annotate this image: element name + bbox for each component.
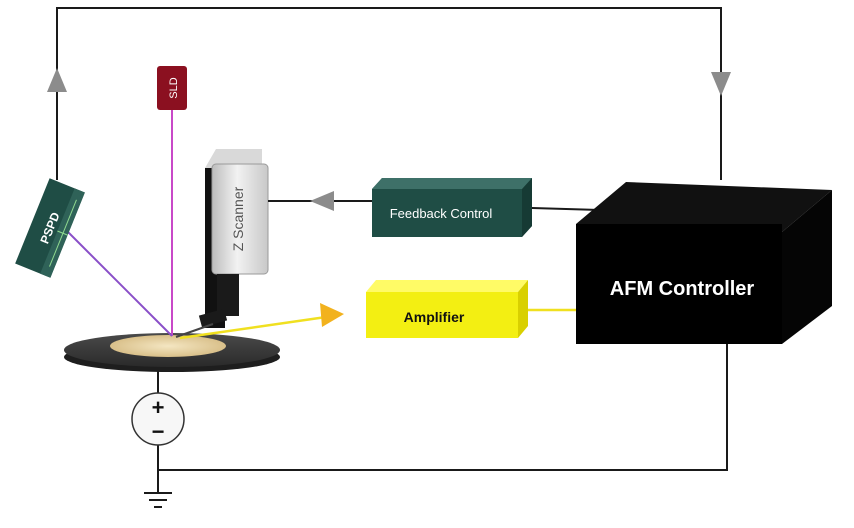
- z-scanner: Z Scanner: [175, 149, 269, 338]
- arrow-up-icon: [47, 68, 67, 92]
- feedback-control-label: Feedback Control: [390, 206, 493, 221]
- feedback-control-box: Feedback Control: [372, 178, 532, 237]
- pspd-detector: PSPD: [15, 178, 85, 278]
- feedback-to-controller-wire: [531, 207, 601, 211]
- sld-label: SLD: [168, 77, 180, 98]
- afm-controller-box: AFM Controller: [576, 182, 832, 344]
- z-scanner-label: Z Scanner: [230, 186, 246, 251]
- voltage-minus-label: −: [152, 419, 165, 444]
- arrow-left-icon: [310, 191, 334, 211]
- sample: [110, 335, 226, 357]
- sld-source: SLD: [157, 66, 187, 110]
- voltage-source-icon: + −: [131, 392, 185, 446]
- signal-line: [179, 313, 341, 340]
- outer-wire: [56, 7, 722, 180]
- amplifier-box: Amplifier: [366, 280, 528, 338]
- voltage-plus-label: +: [152, 395, 165, 420]
- afm-controller-label: AFM Controller: [610, 278, 755, 300]
- sample-stage: [64, 333, 280, 372]
- laser-reflected-beam: [61, 225, 173, 337]
- amplifier-label: Amplifier: [404, 309, 465, 325]
- ground-icon: [144, 492, 172, 508]
- arrow-right-icon: [320, 303, 344, 327]
- arrow-down-icon: [711, 72, 731, 96]
